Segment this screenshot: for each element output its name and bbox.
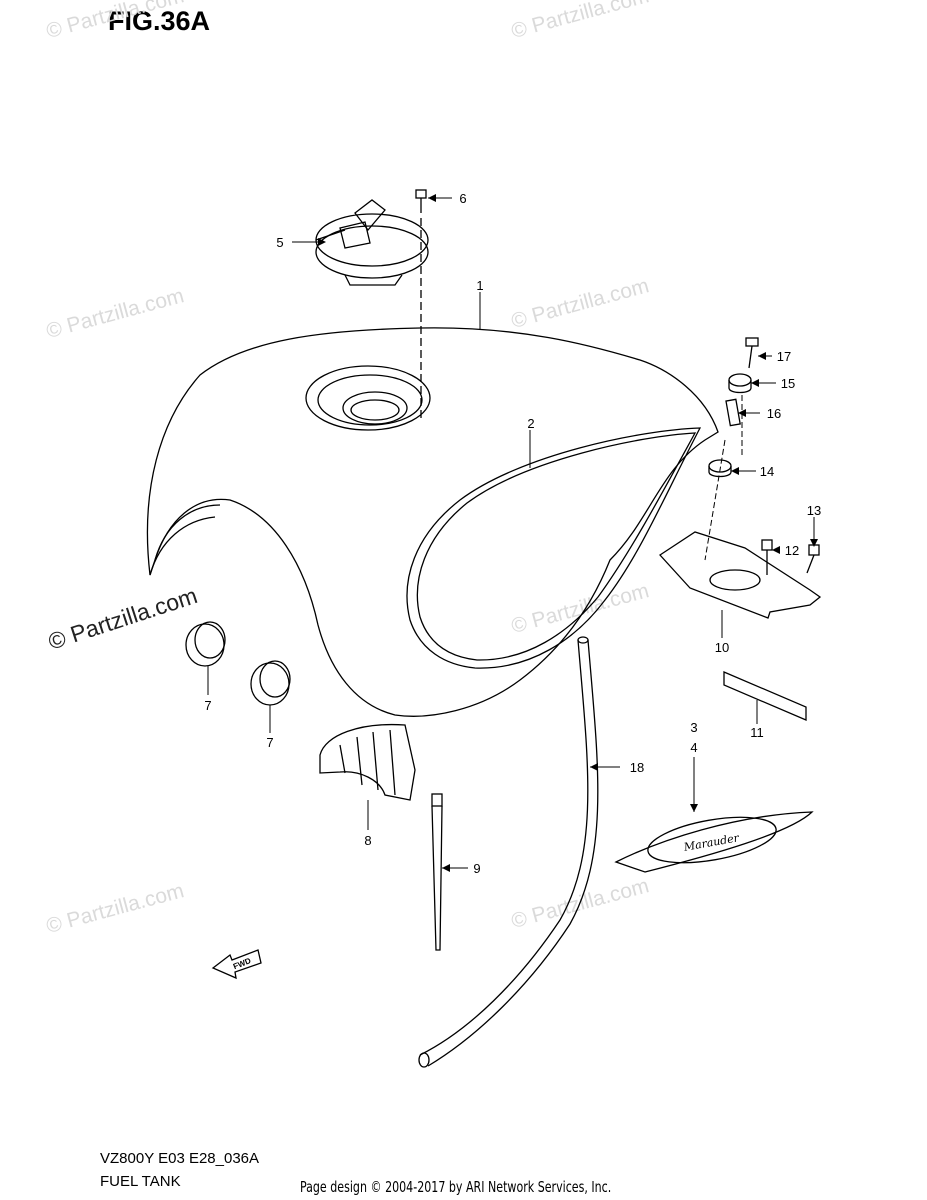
- callout-7: 7: [204, 698, 211, 713]
- bolt-part: [806, 544, 820, 574]
- callout-18: 18: [630, 760, 644, 775]
- emblem-part: [614, 811, 814, 873]
- bolt-part: [761, 539, 773, 575]
- emblem-script: Marauder: [682, 831, 741, 854]
- callout-8: 8: [364, 833, 371, 848]
- fwd-arrow-icon: [211, 949, 262, 980]
- bracket-part: [659, 531, 822, 619]
- callout-12: 12: [785, 543, 799, 558]
- callout-4: 4: [690, 740, 697, 755]
- hose-part: [418, 636, 599, 1068]
- callout-10: 10: [715, 640, 729, 655]
- callout-labels: 1 2 3 4 5 6 7 7 8 9 10 11 12 13 14 15 16…: [204, 191, 821, 876]
- strip-part: [723, 671, 807, 721]
- fuel-tank-part: [146, 327, 719, 717]
- model-code: VZ800Y E03 E28_036A: [100, 1150, 260, 1167]
- callout-15: 15: [781, 376, 795, 391]
- cap-part: [185, 621, 226, 667]
- cap-part: [250, 660, 291, 706]
- callout-5: 5: [276, 235, 283, 250]
- callout-17: 17: [777, 349, 791, 364]
- callout-7: 7: [266, 735, 273, 750]
- callout-2: 2: [527, 416, 534, 431]
- figure-title: FIG.36A: [108, 6, 211, 36]
- page-credit: Page design © 2004-2017 by ARI Network S…: [300, 1178, 612, 1196]
- section-name: FUEL TANK: [100, 1173, 181, 1190]
- callout-1: 1: [476, 278, 483, 293]
- collar-part: [725, 398, 741, 427]
- fuel-cap-part: [315, 199, 429, 286]
- screw-part: [415, 189, 427, 213]
- callout-3: 3: [690, 720, 697, 735]
- leader-arrowheads: [318, 194, 818, 872]
- callout-6: 6: [459, 191, 466, 206]
- cable-tie-part: [431, 793, 443, 951]
- callout-13: 13: [807, 503, 821, 518]
- bolt-part: [745, 337, 759, 369]
- callout-14: 14: [760, 464, 774, 479]
- callout-9: 9: [473, 861, 480, 876]
- grommet-part: [728, 373, 752, 394]
- cushion-part: [319, 723, 416, 801]
- leader-lines: [207, 197, 815, 869]
- callout-16: 16: [767, 406, 781, 421]
- callout-11: 11: [750, 725, 764, 740]
